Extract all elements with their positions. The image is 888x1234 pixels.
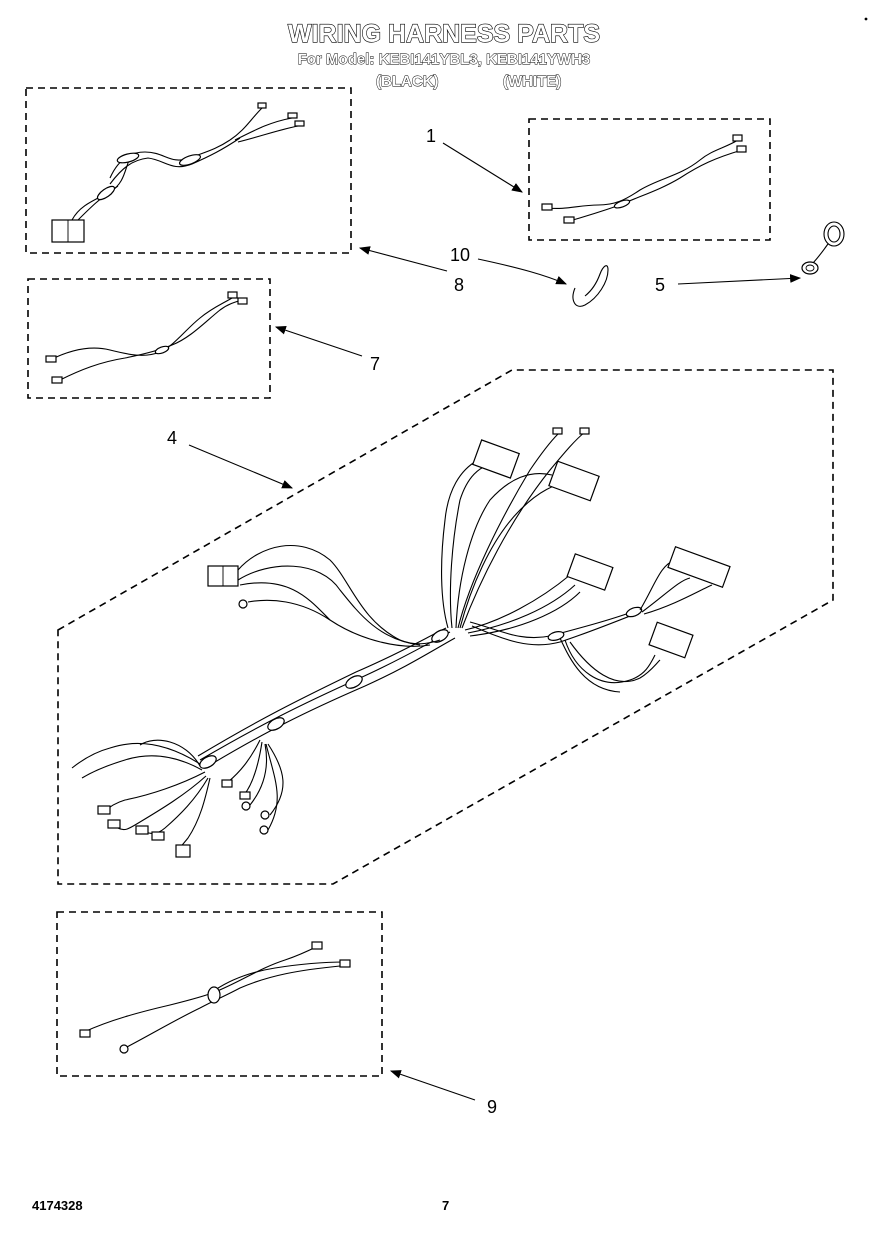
leader-7: [274, 325, 363, 357]
part-1-harness: [528, 118, 771, 241]
part-8-harness: [25, 87, 352, 254]
part-9-harness: [56, 911, 383, 1077]
part-7-harness: [27, 278, 271, 399]
leader-10: [477, 258, 568, 285]
leader-5: [677, 274, 802, 285]
callout-4: 4: [167, 428, 178, 448]
leader-8: [358, 246, 448, 272]
variant-white-label: (WHITE): [503, 73, 562, 91]
part-4-main-harness: [57, 369, 834, 885]
leader-1: [442, 142, 523, 193]
page-number: 7: [442, 1198, 450, 1213]
callout-1: 1: [426, 126, 437, 146]
leader-4: [188, 444, 294, 489]
leader-9: [389, 1070, 476, 1101]
callout-7: 7: [370, 354, 381, 374]
part-10-wire: [572, 265, 609, 307]
part-5-grommet: [801, 221, 845, 275]
variant-black-label: (BLACK): [376, 73, 439, 91]
callout-10: 10: [450, 245, 471, 265]
callout-5: 5: [655, 275, 666, 295]
page-title: WIRING HARNESS PARTS: [287, 19, 601, 48]
model-subtitle: For Model: KEBI141YBL3, KEBI141YWH3: [297, 51, 591, 69]
callout-9: 9: [487, 1097, 498, 1117]
callout-8: 8: [454, 275, 465, 295]
document-number: 4174328: [32, 1198, 83, 1213]
corner-mark: [864, 17, 868, 21]
